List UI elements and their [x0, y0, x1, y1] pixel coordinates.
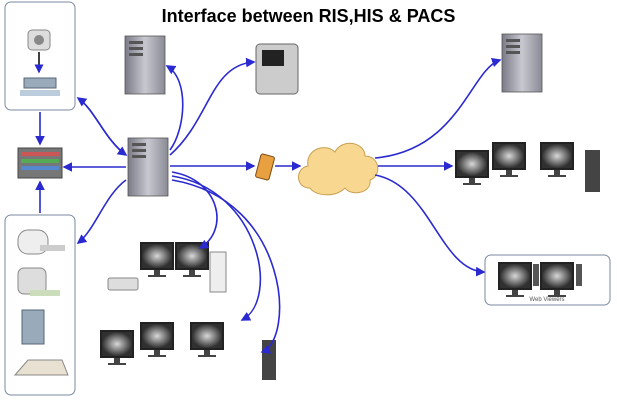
storage-array-icon: [17, 147, 63, 179]
diagnostic-workstation-icon: [100, 322, 276, 380]
modalities-box: [4, 214, 76, 396]
diagram-title: Interface between RIS,HIS & PACS: [161, 6, 456, 26]
web-viewers-label: Web Viewers: [529, 297, 564, 303]
remote-server-icon: [501, 33, 543, 93]
review-workstation-icon: [107, 242, 227, 293]
printer-icon: [255, 43, 299, 95]
cloud-icon: [298, 142, 379, 196]
web-viewers-icon: [498, 262, 582, 297]
connection-arrows: [35, 57, 502, 354]
imaging-device-icon: [20, 29, 60, 96]
pacs-server-icon: [127, 137, 169, 197]
modality-icons: [13, 229, 69, 376]
firewall-icon: [255, 153, 275, 181]
his-ris-box: [4, 1, 76, 111]
remote-workstation-icon: [455, 142, 600, 192]
top-server-icon: [124, 35, 166, 95]
